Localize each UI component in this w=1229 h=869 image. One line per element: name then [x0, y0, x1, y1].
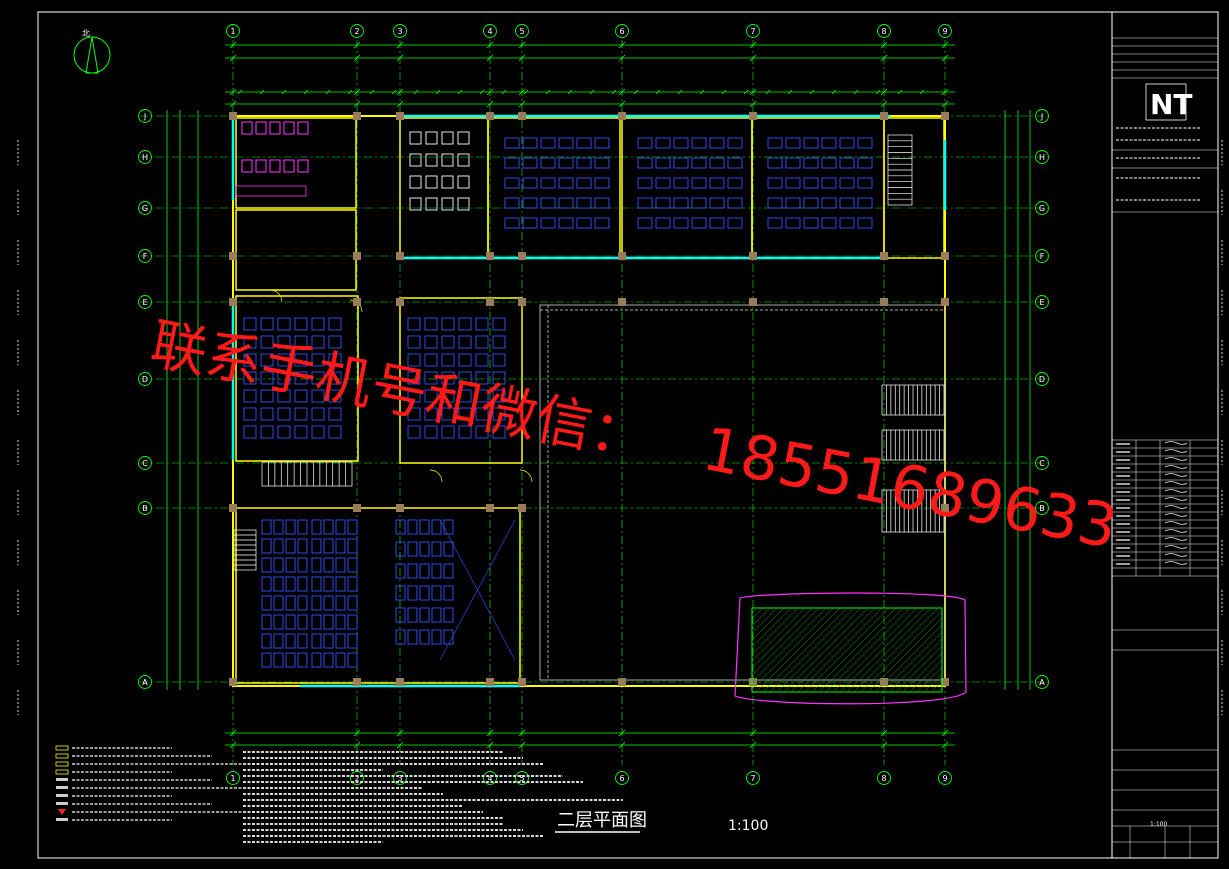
grid-column-label-2: 2	[354, 774, 359, 783]
grid-column-label-3: 3	[397, 774, 402, 783]
north-label: 北	[82, 29, 90, 38]
grid-column-label-4: 4	[487, 774, 492, 783]
grid-column-label-9: 9	[942, 774, 947, 783]
north-arrow-icon: 北	[73, 29, 111, 74]
logo-text: NT	[1150, 88, 1193, 121]
courtyard-outline	[539, 304, 946, 681]
grid-row-label-G: G	[1039, 204, 1045, 213]
grid-column-label-5: 5	[519, 774, 524, 783]
grid-column-label-6: 6	[619, 27, 624, 36]
stairs	[233, 134, 945, 571]
legend	[55, 745, 252, 821]
drawing-scale: 1:100	[728, 818, 768, 834]
grid-column-label-5: 5	[519, 27, 524, 36]
grid-row-label-H: H	[142, 153, 148, 162]
grid-row-label-E: E	[142, 298, 147, 307]
classroom-furniture	[235, 121, 873, 668]
grid-row-label-C: C	[1039, 459, 1045, 468]
grid-row-label-B: B	[142, 504, 148, 513]
grid-column-label-7: 7	[750, 27, 755, 36]
grid-row-label-D: D	[1039, 375, 1045, 384]
interior-walls	[235, 117, 945, 684]
windows	[231, 114, 947, 688]
grid-row-label-J: J	[1040, 112, 1043, 121]
drawing-border	[37, 11, 1219, 859]
grid-column-label-3: 3	[397, 27, 402, 36]
grid-column-label-6: 6	[619, 774, 624, 783]
grid-column-label-7: 7	[750, 774, 755, 783]
exterior-walls	[232, 115, 946, 687]
grid-column-label-2: 2	[354, 27, 359, 36]
grid-row-label-B: B	[1039, 504, 1045, 513]
grid-column-label-9: 9	[942, 27, 947, 36]
grid-row-label-J: J	[143, 112, 146, 121]
grid-column-label-1: 1	[230, 27, 235, 36]
design-notes	[243, 751, 623, 843]
title-block	[17, 37, 1223, 858]
logo-mark: NT	[1145, 83, 1193, 121]
title-block-scale: 1:100	[1150, 821, 1167, 828]
grid-row-label-A: A	[1039, 678, 1045, 687]
grid-row-label-E: E	[1039, 298, 1044, 307]
grid-column-label-8: 8	[881, 774, 886, 783]
grid-row-label-D: D	[142, 375, 148, 384]
title-block-frame	[1111, 11, 1219, 859]
grid-column-label-4: 4	[487, 27, 492, 36]
grid-row-label-H: H	[1039, 153, 1045, 162]
grid-column-label-1: 1	[230, 774, 235, 783]
grid-row-label-G: G	[142, 204, 148, 213]
grid-row-label-F: F	[143, 252, 148, 261]
grid-row-label-A: A	[142, 678, 148, 687]
structural-columns	[229, 112, 949, 686]
grid-column-label-8: 8	[881, 27, 886, 36]
grid-row-label-F: F	[1040, 252, 1045, 261]
drawing-title: 二层平面图	[557, 810, 647, 831]
roof-garden-area	[734, 592, 967, 705]
grid-row-label-C: C	[142, 459, 148, 468]
